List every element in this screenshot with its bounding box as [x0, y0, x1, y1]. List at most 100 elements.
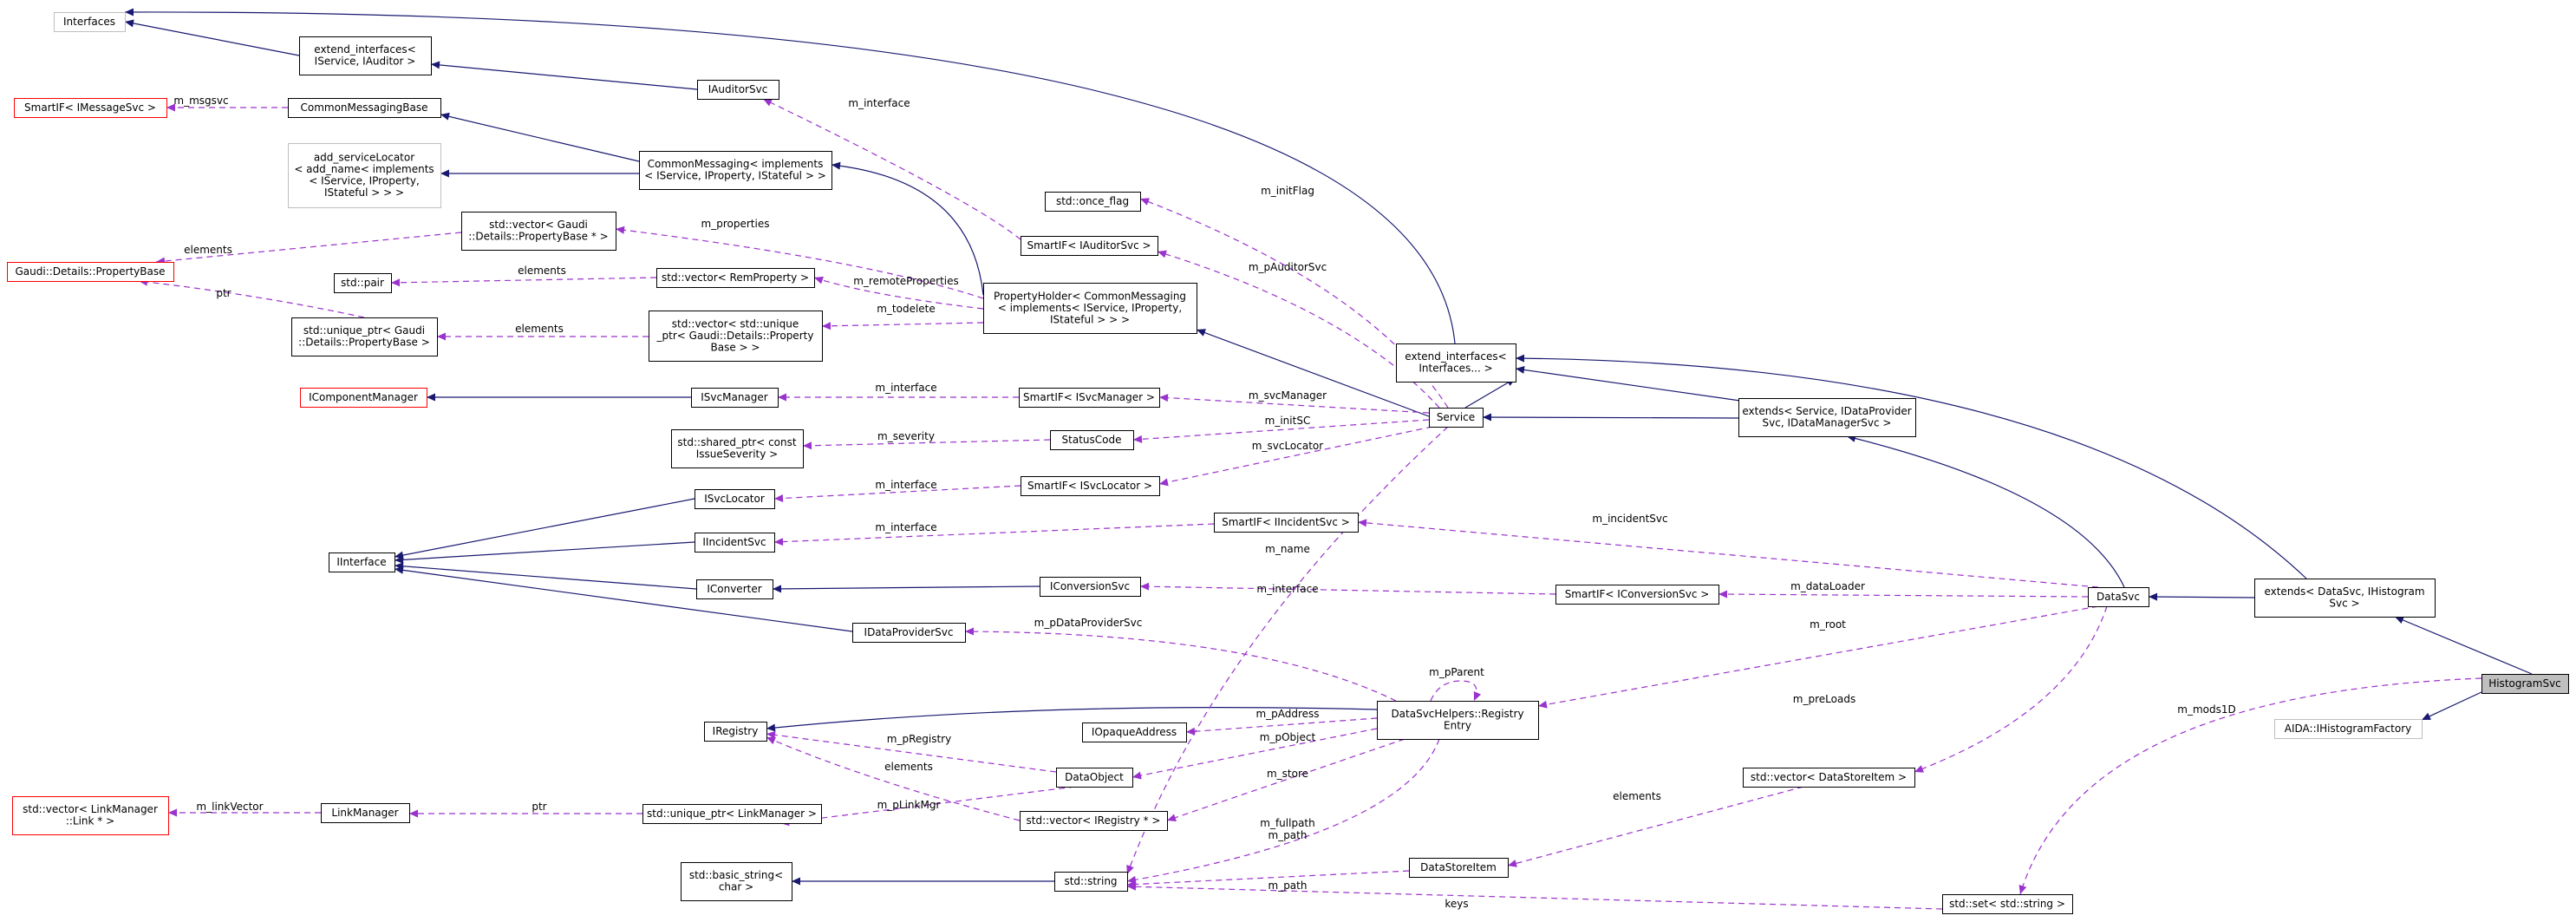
node-linkmanager[interactable]: LinkManager — [321, 803, 410, 823]
node-label-line: IAuditorSvc — [708, 83, 768, 95]
edge-common-messaging-to-add-servicelocator — [440, 169, 639, 178]
node-basic-string[interactable]: std::basic_string<char > — [681, 862, 792, 901]
node-label-line: < IService, IProperty, IStateful > > — [644, 170, 826, 182]
usage-line — [390, 277, 657, 284]
node-iinterface[interactable]: IInterface — [329, 553, 395, 572]
node-smartif-iincidentsvc[interactable]: SmartIF< IIncidentSvc > — [1214, 513, 1359, 533]
node-idataprovidersvc[interactable]: IDataProviderSvc — [852, 623, 966, 643]
node-box — [1054, 872, 1128, 892]
node-smartif-imessagesvc[interactable]: SmartIF< IMessageSvc > — [14, 98, 167, 118]
inheritance-line — [1464, 377, 1516, 409]
edge-extends-datasvc-to-extend-interfaces-dots — [1515, 354, 2307, 579]
node-box — [696, 579, 773, 599]
arrowhead-icon — [1167, 814, 1177, 822]
node-unique-ptr-propertybase[interactable]: std::unique_ptr< Gaudi::Details::Propert… — [291, 317, 438, 356]
node-smartif-isvclocator[interactable]: SmartIF< ISvcLocator > — [1021, 476, 1160, 496]
node-vector-iregistry[interactable]: std::vector< IRegistry * > — [1020, 811, 1168, 831]
node-extend-iservice-iauditor[interactable]: extend_interfaces<IService, IAuditor > — [299, 36, 432, 75]
node-icomponentmanager[interactable]: IComponentManager — [300, 388, 427, 408]
inheritance-line — [831, 164, 984, 296]
node-label-line: std::unique_ptr< Gaudi — [303, 324, 425, 337]
node-service[interactable]: Service — [1429, 408, 1484, 428]
node-box — [300, 388, 427, 408]
edge-datasvc-to-registry-entry: m_root — [1537, 605, 2099, 709]
node-label-line: IService, IAuditor > — [315, 56, 416, 68]
node-label-line: IStateful > > > — [1050, 313, 1130, 325]
node-datasvc[interactable]: DataSvc — [2088, 587, 2149, 607]
node-aida-ihistogramfactory[interactable]: AIDA::IHistogramFactory — [2274, 719, 2423, 739]
node-vector-unique-ptr[interactable]: std::vector< std::unique_ptr< Gaudi::Det… — [649, 311, 823, 362]
node-smartif-iconversionsvc[interactable]: SmartIF< IConversionSvc > — [1555, 585, 1719, 605]
inheritance-line — [1515, 368, 1741, 402]
node-label-line: IIncidentSvc — [702, 536, 766, 548]
node-gaudi-propertybase[interactable]: Gaudi::Details::PropertyBase — [7, 262, 174, 282]
node-common-messaging[interactable]: CommonMessaging< implements< IService, I… — [639, 151, 832, 190]
node-vector-propertybase[interactable]: std::vector< Gaudi::Details::PropertyBas… — [461, 212, 616, 251]
node-extends-service[interactable]: extends< Service, IDataProviderSvc, IDat… — [1738, 398, 1916, 437]
node-label-line: DataObject — [1065, 771, 1124, 783]
node-std-pair[interactable]: std::pair — [334, 273, 392, 293]
usage-line — [1126, 886, 1943, 910]
node-box — [334, 273, 392, 293]
node-box — [1020, 811, 1168, 831]
edge-datasvc-to-extends-service — [1846, 435, 2125, 588]
node-iopaqueaddress[interactable]: IOpaqueAddress — [1082, 723, 1187, 742]
node-smartif-isvcmanager[interactable]: SmartIF< ISvcManager > — [1019, 388, 1160, 408]
node-iincidentsvc[interactable]: IIncidentSvc — [695, 533, 775, 553]
node-label-line: Interfaces — [63, 16, 115, 28]
node-vector-datastoreitem[interactable]: std::vector< DataStoreItem > — [1743, 768, 1915, 788]
node-isvclocator[interactable]: ISvcLocator — [695, 489, 775, 509]
node-box — [2481, 674, 2569, 694]
edge-label: m_pRegistry — [887, 733, 951, 745]
node-vector-linkmanager-link[interactable]: std::vector< LinkManager::Link * > — [12, 796, 169, 835]
node-label-line: IDataProviderSvc — [864, 626, 954, 638]
node-dataobject[interactable]: DataObject — [1056, 768, 1133, 788]
node-box — [7, 262, 174, 282]
edge-service-to-std-once-flag: m_initFlag — [1139, 185, 1449, 409]
node-vector-remproperty[interactable]: std::vector< RemProperty > — [656, 268, 815, 288]
node-extend-interfaces-dots[interactable]: extend_interfaces<Interfaces... > — [1396, 343, 1516, 383]
edge-extends-service-to-service — [1482, 413, 1739, 422]
node-box — [1019, 388, 1160, 408]
edge-extend-iservice-iauditor-to-interfaces — [124, 19, 300, 56]
edge-label: ptr — [532, 801, 546, 813]
node-interfaces[interactable]: Interfaces — [54, 12, 126, 32]
node-std-string[interactable]: std::string — [1054, 872, 1128, 892]
usage-line — [1126, 738, 1440, 882]
usage-line — [138, 280, 365, 318]
node-iconverter[interactable]: IConverter — [696, 579, 773, 599]
node-iconversionsvc[interactable]: IConversionSvc — [1040, 577, 1141, 597]
usage-line — [762, 98, 1021, 240]
node-label-line: std::set< std::string > — [1949, 898, 2065, 910]
node-label-line: < implements< IService, IProperty, — [998, 302, 1182, 314]
edge-label: m_interface — [1256, 583, 1318, 595]
node-label-line: Svc, IDataManagerSvc > — [1763, 417, 1892, 429]
node-unique-ptr-linkmanager[interactable]: std::unique_ptr< LinkManager > — [642, 804, 822, 824]
node-smartif-iauditorsvc[interactable]: SmartIF< IAuditorSvc > — [1021, 236, 1158, 256]
edge-label: elements — [184, 244, 232, 256]
node-add-servicelocator[interactable]: add_serviceLocator< add_name< implements… — [288, 143, 441, 208]
usage-line — [1507, 786, 1804, 866]
node-label-line: Interfaces... > — [1418, 363, 1492, 375]
node-statuscode[interactable]: StatusCode — [1050, 430, 1134, 450]
node-histogramsvc[interactable]: HistogramSvc — [2481, 674, 2569, 694]
node-std-set-string[interactable]: std::set< std::string > — [1942, 894, 2073, 914]
edge-label: m_pParent — [1429, 666, 1484, 678]
node-box — [695, 533, 775, 553]
node-isvcmanager[interactable]: ISvcManager — [691, 388, 779, 408]
arrowhead-icon — [431, 61, 440, 69]
node-datastoreitem[interactable]: DataStoreItem — [1409, 858, 1509, 878]
node-label-line: DataSvcHelpers::Registry — [1391, 708, 1523, 720]
inheritance-line — [440, 114, 640, 162]
node-std-once-flag[interactable]: std::once_flag — [1045, 192, 1141, 212]
node-box — [14, 98, 167, 118]
arrowhead-icon — [774, 538, 784, 546]
node-common-messaging-base[interactable]: CommonMessagingBase — [288, 98, 441, 118]
node-iauditorsvc[interactable]: IAuditorSvc — [697, 80, 779, 100]
node-propertyholder[interactable]: PropertyHolder< CommonMessaging< impleme… — [983, 283, 1197, 334]
node-iregistry[interactable]: IRegistry — [704, 722, 767, 742]
edge-label: m_root — [1810, 618, 1846, 631]
